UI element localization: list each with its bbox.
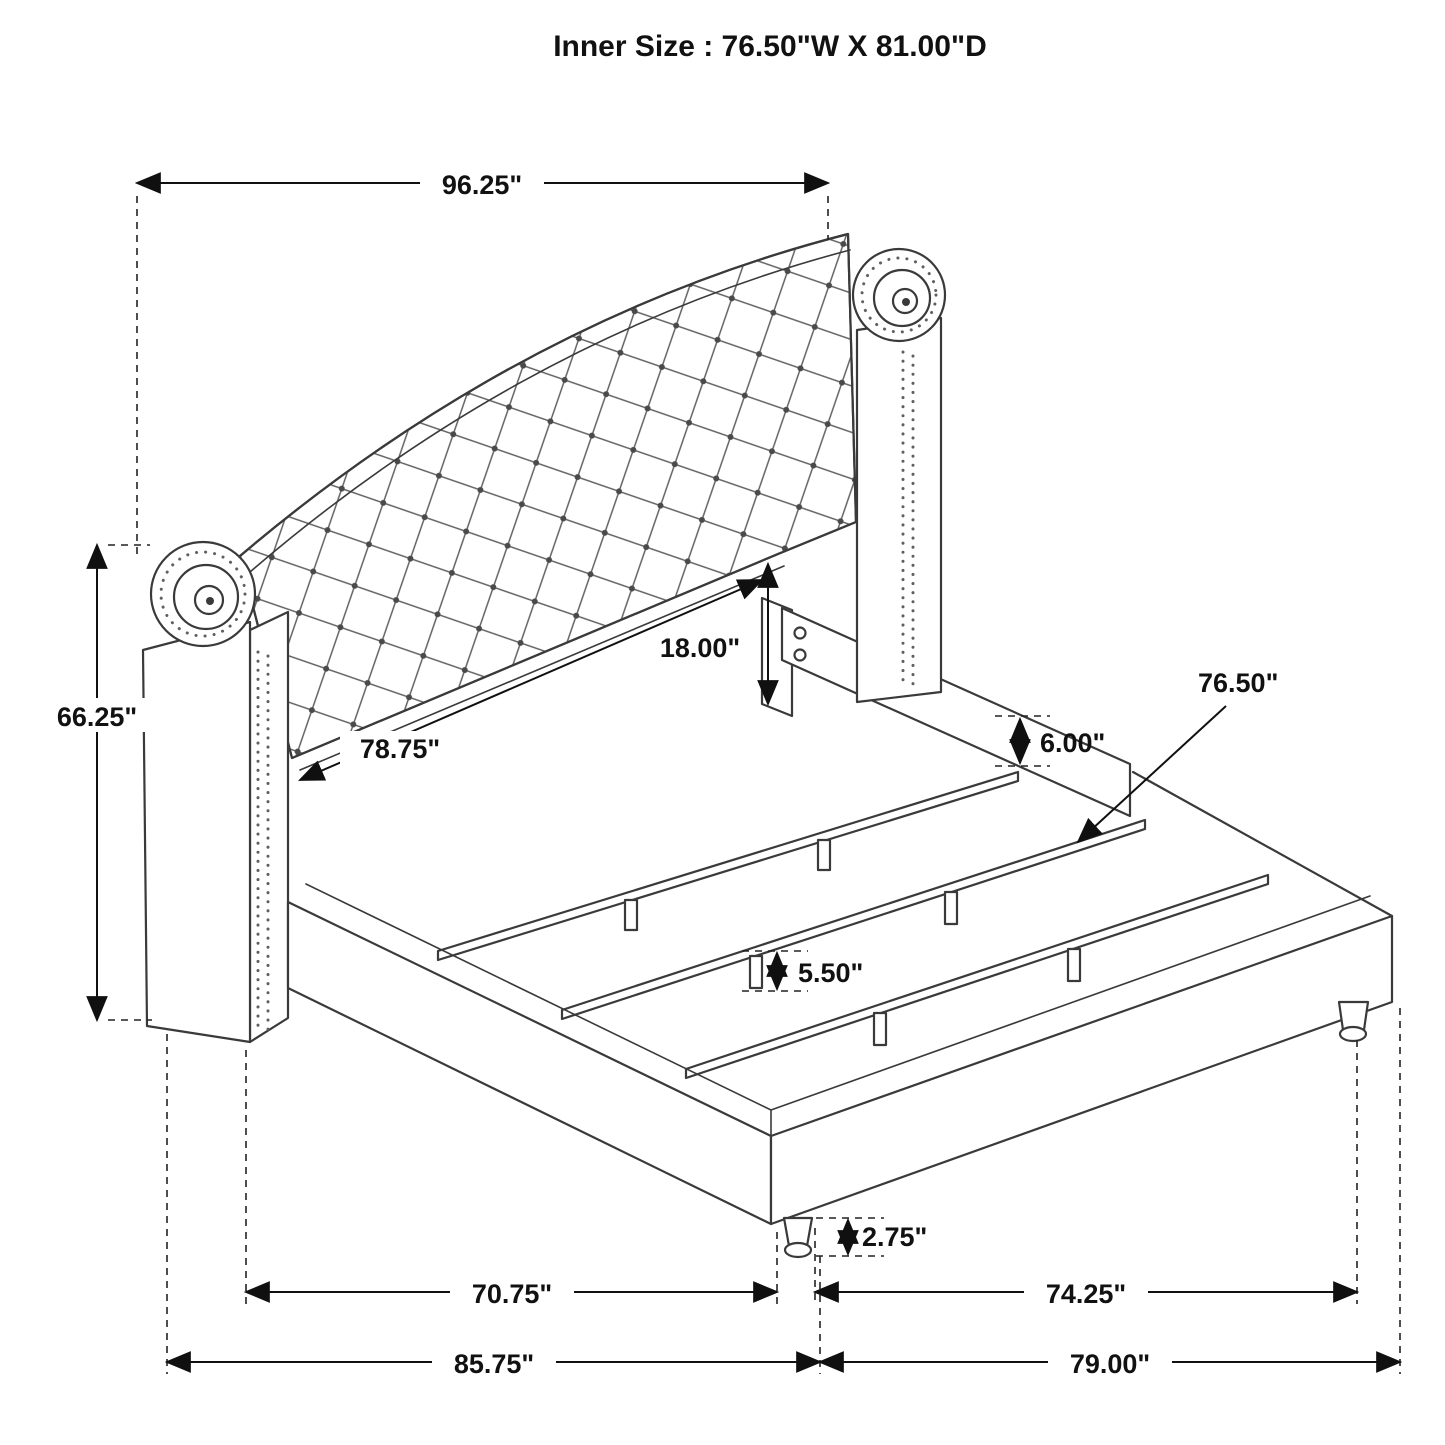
- left-post-side-face: [248, 610, 290, 1044]
- front-foot: [782, 1216, 814, 1248]
- dimension-label: 79.00": [1070, 1349, 1150, 1379]
- dimension-label: 74.25": [1046, 1279, 1126, 1309]
- leader-slat-length: [1076, 705, 1227, 844]
- left-scroll-center: [206, 597, 214, 605]
- right-foot: [1337, 1000, 1370, 1032]
- dimension-label: 18.00": [660, 633, 740, 663]
- slat-1: [436, 770, 1020, 962]
- dimension-base-width: 85.75": [164, 1345, 823, 1379]
- left-scroll-mid: [172, 563, 240, 631]
- left-scroll-outer: [149, 540, 257, 648]
- dimension-footboard-width: 70.75": [243, 1275, 780, 1309]
- slat-3-leg-a: [872, 1011, 888, 1047]
- dimension-label: 96.25": [442, 170, 522, 200]
- bed-frame: [286, 770, 1394, 1226]
- dimension-rail-height: 6.00": [1009, 716, 1105, 766]
- extension-lines: [108, 196, 1401, 1374]
- right-scroll-mid: [872, 268, 932, 328]
- dimension-slat-support-height: 5.50": [766, 950, 863, 992]
- left-post-nailhead-trim: [256, 650, 270, 1036]
- dimension-label: 70.75": [472, 1279, 552, 1309]
- dimension-overall-width: 96.25": [134, 166, 831, 200]
- slats: [436, 770, 1270, 1080]
- right-scroll-outer: [851, 247, 947, 343]
- dimension-base-depth: 79.00": [817, 1345, 1403, 1379]
- bed-drawing: [141, 232, 1394, 1259]
- diagram-title: Inner Size : 76.50"W X 81.00"D: [553, 30, 987, 63]
- dimension-label: 76.50": [1198, 668, 1278, 698]
- frame-front-right-face: [769, 914, 1394, 1226]
- dimension-foot-height: 2.75": [837, 1217, 927, 1257]
- slat-2-leg-a: [748, 954, 764, 990]
- bolt-hole-bottom: [793, 648, 807, 662]
- right-scroll-nailhead-ring: [860, 256, 938, 334]
- slat-1-leg-a: [623, 898, 639, 932]
- right-post-nailhead-trim: [901, 350, 915, 692]
- left-scroll-post: [141, 540, 290, 1044]
- side-rail: [760, 596, 1132, 818]
- bolt-hole-top: [793, 626, 807, 640]
- right-scroll-post: [851, 247, 947, 704]
- dimension-label: 2.75": [862, 1222, 927, 1252]
- slat-3: [684, 873, 1270, 1080]
- right-foot-base: [1338, 1025, 1368, 1043]
- right-scroll-inner: [891, 287, 919, 315]
- right-scroll-center: [902, 298, 910, 306]
- feet: [782, 1000, 1370, 1259]
- left-scroll-nailhead-ring: [159, 550, 247, 638]
- dimension-headboard-panel-width: 78.75": [298, 579, 764, 781]
- dimension-label: 85.75": [454, 1349, 534, 1379]
- dimension-label: 6.00": [1040, 728, 1105, 758]
- dimension-side-rail-span: 74.25": [812, 1275, 1360, 1309]
- dimension-slat-length: 76.50": [1076, 668, 1278, 844]
- front-foot-base: [783, 1241, 813, 1259]
- slat-1-leg-b: [816, 838, 832, 872]
- side-rail-board: [780, 606, 1132, 818]
- slat-3-leg-b: [1066, 947, 1082, 983]
- frame-back-right-edge: [1131, 770, 1394, 918]
- dimension-label: 78.75": [360, 734, 440, 764]
- dimension-label: 5.50": [798, 958, 863, 988]
- headboard-rolled-edge: [249, 249, 851, 573]
- frame-top-band: [305, 883, 1371, 1137]
- left-scroll-inner: [193, 584, 225, 616]
- dimension-label: 66.25": [57, 702, 137, 732]
- slat-2-leg-b: [943, 890, 959, 926]
- slat-2: [560, 818, 1147, 1021]
- left-post-front-face: [141, 620, 252, 1044]
- right-post-front-face: [855, 316, 943, 704]
- dimension-headboard-height: 66.25": [38, 542, 156, 1023]
- frame-front-left-face: [286, 900, 773, 1226]
